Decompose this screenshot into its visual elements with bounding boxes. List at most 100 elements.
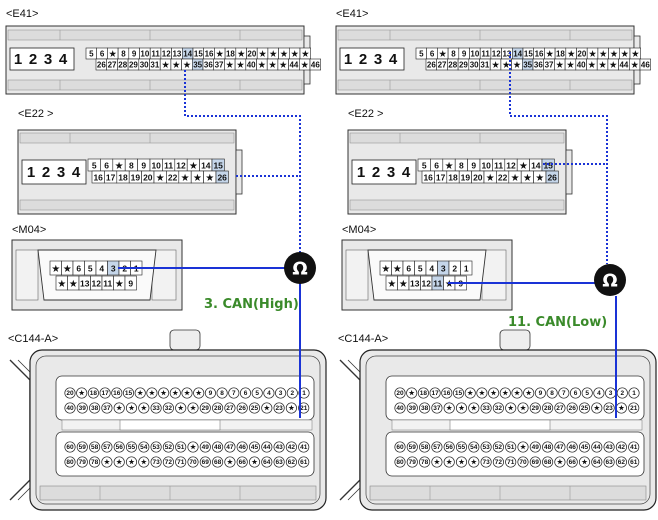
- c144-pin-ring: [511, 387, 523, 399]
- c144-pin-ring: [101, 441, 113, 453]
- c144-pin-ring: [488, 387, 500, 399]
- c144-pin-ring: [248, 441, 261, 453]
- c144-pin-ring: [431, 456, 443, 468]
- m04-pin: 5: [418, 264, 423, 274]
- c144-pin-ring: [224, 441, 236, 453]
- c144-pin-ring: [169, 387, 181, 399]
- c144-pin: 26: [239, 405, 247, 412]
- can-low-wiring: [448, 52, 617, 418]
- e41-pin: ★: [546, 50, 554, 59]
- c144-pin: 15: [455, 390, 463, 397]
- c144-pin: ★: [184, 389, 191, 397]
- c144-pin: 16: [113, 390, 121, 397]
- e41-pin: 28: [118, 61, 127, 70]
- ohm-symbol: Ω: [602, 271, 617, 292]
- c144-pin-ring: [76, 441, 88, 453]
- c144-pin-ring: [455, 456, 468, 468]
- c144-pin: 57: [433, 444, 441, 451]
- c144-pin: 38: [91, 405, 99, 412]
- e22-pin: 17: [106, 173, 116, 183]
- m04-pin: 12: [422, 279, 432, 289]
- c144-pin-ring: [199, 402, 211, 414]
- c144-pin-ring: [111, 387, 123, 399]
- c144-pin: ★: [178, 404, 185, 412]
- c144-pin-ring: [146, 387, 158, 399]
- c144-pin-ring: [87, 387, 99, 399]
- m04-pin: ★: [399, 279, 408, 289]
- e22-pin-large: 1: [27, 164, 35, 181]
- c144-pin-ring: [236, 456, 248, 468]
- e41-pin: 6: [430, 50, 435, 59]
- c144-pin: 72: [165, 459, 173, 466]
- e22-pin: ★: [181, 173, 190, 183]
- c144-pin-ring: [298, 387, 310, 399]
- c144-pin: 8: [220, 390, 224, 397]
- c144-pin: ★: [104, 458, 111, 466]
- ohm-symbol: Ω: [292, 259, 307, 280]
- c144-pin-ring: [224, 456, 236, 468]
- e41-pin: ★: [599, 61, 607, 70]
- e41-pin: 10: [140, 50, 149, 59]
- e41-pin: 14: [183, 50, 192, 59]
- c144-pin: 78: [91, 459, 99, 466]
- c144-pin-ring: [298, 402, 310, 414]
- c144-pin: 42: [288, 444, 296, 451]
- c144-label: <C144-A>: [338, 333, 388, 345]
- c144-pin: ★: [141, 458, 148, 466]
- c144-pin-ring: [261, 441, 273, 453]
- e22-pin: ★: [536, 173, 545, 183]
- c144-pin-ring: [122, 387, 135, 399]
- c144-pin: 5: [255, 390, 259, 397]
- c144-pin-ring: [285, 441, 297, 453]
- c144-pin-ring: [394, 441, 406, 453]
- c144-pin: 73: [152, 459, 160, 466]
- e41-pin: 14: [513, 50, 522, 59]
- e22-pin: ★: [445, 161, 454, 171]
- e41-pin: ★: [610, 50, 618, 59]
- e41-pin: 11: [481, 50, 490, 59]
- c144-pin-ring: [212, 441, 224, 453]
- c144-pin-ring: [566, 456, 578, 468]
- e22-pin: 5: [422, 161, 427, 171]
- c144-pin: 38: [421, 405, 429, 412]
- m04-pin: 3: [441, 264, 446, 274]
- c144-pin-ring: [566, 441, 578, 453]
- c144-pin-ring: [273, 402, 285, 414]
- c144-pin: 64: [263, 459, 271, 466]
- e22-pin: 6: [104, 161, 109, 171]
- c144-pin-ring: [505, 456, 517, 468]
- c144-pin: 39: [79, 405, 87, 412]
- e41-pin: ★: [631, 61, 639, 70]
- c144-pin-ring: [125, 456, 138, 468]
- c144-pin: 32: [495, 405, 503, 412]
- m04-pin: 2: [452, 264, 457, 274]
- c144-pin-ring: [181, 387, 193, 399]
- e22-pin: 5: [92, 161, 97, 171]
- c144-pin: 2: [290, 390, 294, 397]
- m04-pin: ★: [393, 264, 402, 274]
- c144-pin: 59: [409, 444, 417, 451]
- c144-pin: 54: [470, 444, 478, 451]
- c144-pin-ring: [298, 456, 310, 468]
- e41-pin: ★: [280, 50, 288, 59]
- c144-pin-ring: [212, 402, 224, 414]
- c144-pin-ring: [480, 441, 492, 453]
- e41-pin: 29: [129, 61, 138, 70]
- c144-pin: 45: [251, 444, 259, 451]
- e41-pin-large: 2: [29, 51, 37, 68]
- m04-pin: ★: [115, 279, 124, 289]
- e22-pin: 20: [143, 173, 153, 183]
- c144-pin-ring: [431, 402, 443, 414]
- c144-pin: 39: [409, 405, 417, 412]
- c144-pin-ring: [286, 387, 298, 399]
- e41-pin: ★: [226, 61, 234, 70]
- m04-pin: 6: [406, 264, 411, 274]
- e22-label: <E22 >: [348, 108, 383, 120]
- e22-pin: 19: [461, 173, 471, 183]
- c144-pin-ring: [224, 402, 236, 414]
- c144-pin-ring: [578, 456, 591, 468]
- c144-pin-ring: [275, 387, 287, 399]
